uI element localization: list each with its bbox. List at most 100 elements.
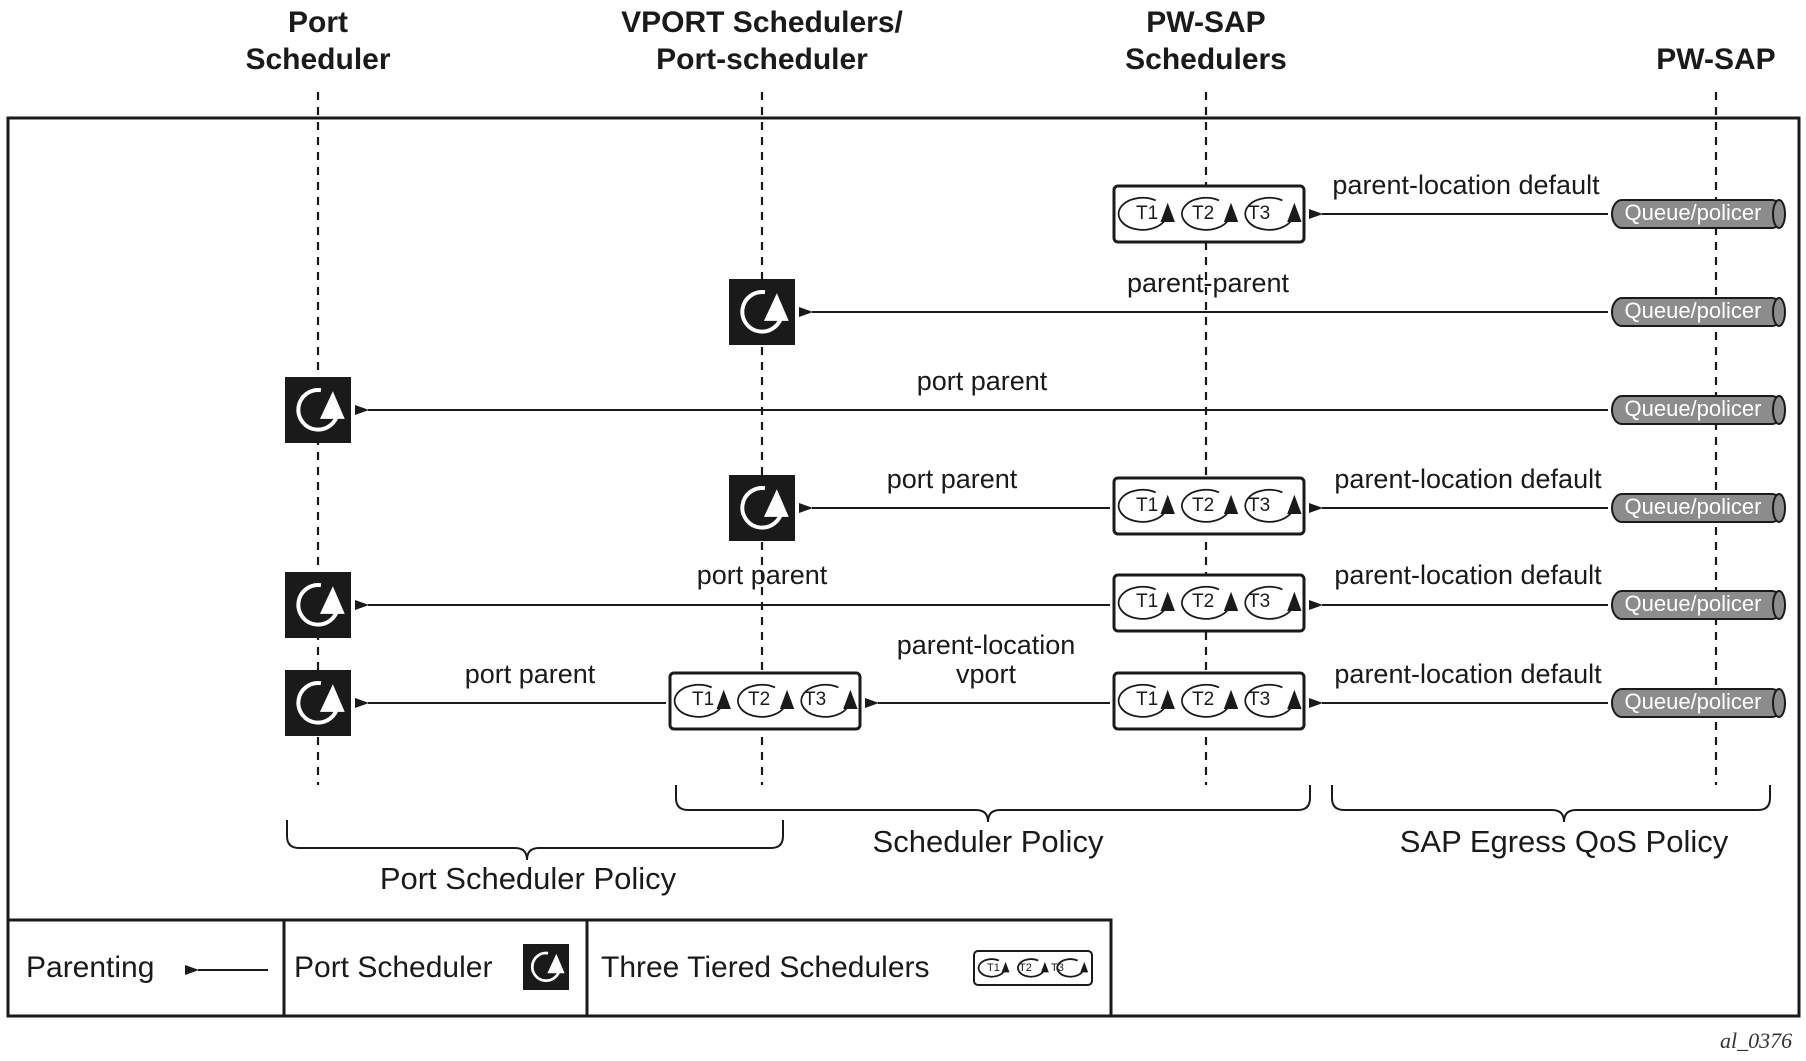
tier-arrow (1287, 202, 1302, 222)
sap-egress-qos-policy-brace (1331, 785, 1771, 823)
legend-port-scheduler-label: Port Scheduler (294, 951, 493, 984)
column-header-pw-sap-schedulers: PW-SAP Schedulers (1096, 4, 1316, 78)
queue-policer-label: Queue/policer (1624, 298, 1762, 323)
tier-arrow (1287, 689, 1302, 709)
column-header-line: Port-scheduler (656, 43, 868, 76)
tier-loop (1244, 488, 1295, 523)
column-header-port-scheduler: Port Scheduler (218, 4, 418, 78)
column-header-line: VPORT Schedulers/ (621, 6, 903, 39)
tier-loop (1181, 585, 1231, 620)
tier-arrow (1160, 202, 1175, 222)
tier-loop (673, 683, 724, 718)
queue-policer-end (1772, 395, 1786, 425)
tier-label-t1: T1 (1136, 203, 1159, 224)
scheduler-policy-label: Scheduler Policy (872, 824, 1104, 859)
port-scheduler-icon-arrow (547, 953, 565, 974)
tier-arrow (1287, 591, 1302, 611)
tier-arrow (1287, 494, 1302, 514)
port-scheduler-policy-brace (286, 820, 784, 861)
queue-policer-end (1772, 493, 1786, 523)
tier-arrow (1160, 494, 1175, 514)
port-scheduler-icon-loop (296, 583, 340, 627)
legend-frame (6, 918, 1113, 1018)
tier-loop (1244, 683, 1295, 718)
row3-label-mid: port parent (916, 366, 1048, 396)
tier-loop (977, 958, 1006, 978)
port-scheduler-icon (729, 279, 795, 345)
tier-label-t3: T3 (1248, 591, 1271, 612)
queue-policer-label: Queue/policer (1624, 591, 1762, 616)
tier-label-t3: T3 (1248, 689, 1271, 710)
tier-label-t2: T2 (1192, 495, 1215, 516)
tier-loop (1117, 683, 1168, 718)
legend-tier-label-t3: T3 (1051, 962, 1064, 974)
tier-label-t3: T3 (1248, 495, 1271, 516)
column-header-vport-schedulers: VPORT Schedulers/ Port-scheduler (582, 4, 942, 78)
port-scheduler-icon-loop (530, 951, 562, 983)
port-scheduler-icon (523, 944, 569, 990)
row6-label-far-left: port parent (464, 659, 596, 689)
tier-arrow (779, 689, 795, 709)
tier-arrow (1160, 591, 1175, 611)
port-scheduler-icon-loop (740, 290, 784, 334)
tier-loop (1117, 585, 1168, 620)
row5-label-left: port parent (696, 560, 828, 590)
tier-arrow (1223, 689, 1239, 709)
port-scheduler-icon (285, 377, 351, 443)
tier-arrow (843, 689, 858, 709)
tier-arrow (716, 689, 731, 709)
port-scheduler-icon-loop (296, 681, 340, 725)
column-header-line: Scheduler (245, 43, 391, 76)
tier-loop (1181, 196, 1231, 231)
tier-loop (1181, 488, 1231, 523)
tier-loop (1244, 585, 1295, 620)
port-scheduler-icon-arrow (319, 684, 345, 712)
port-scheduler-icon-loop (296, 388, 340, 432)
tier-arrow (1223, 202, 1239, 222)
legend-parenting-label: Parenting (26, 951, 155, 984)
tier-label-t2: T2 (1192, 591, 1215, 612)
queue-policer-label: Queue/policer (1624, 200, 1762, 225)
row6-label-mid-line2: vport (955, 659, 1017, 689)
tier-arrow (1040, 961, 1049, 973)
tier-label-t2: T2 (748, 689, 771, 710)
tier-arrow (1223, 591, 1239, 611)
queue-policer-end (1772, 199, 1786, 229)
tier-loop (1181, 683, 1231, 718)
port-scheduler-icon-loop (740, 486, 784, 530)
column-header-pw-sap: PW-SAP (1626, 41, 1806, 78)
port-scheduler-icon-arrow (319, 586, 345, 614)
column-header-line: Port (288, 6, 348, 39)
row4-label-left: port parent (886, 464, 1018, 494)
tier-arrow (1001, 961, 1010, 973)
port-scheduler-policy-label: Port Scheduler Policy (379, 861, 677, 896)
tier-loop (800, 683, 851, 718)
tier-loop (1056, 958, 1085, 978)
queue-policer-end (1772, 297, 1786, 327)
tier-label-t1: T1 (1136, 495, 1159, 516)
port-scheduler-icon (285, 670, 351, 736)
port-scheduler-icon (729, 475, 795, 541)
tier-label-t2: T2 (1192, 203, 1215, 224)
tier-loop (737, 683, 787, 718)
legend-tier-label-t2: T2 (1019, 962, 1032, 974)
tier-loop (1117, 488, 1168, 523)
column-header-line: PW-SAP (1146, 6, 1266, 39)
queue-policer-label: Queue/policer (1624, 689, 1762, 714)
port-scheduler-icon-arrow (319, 391, 345, 419)
tier-label-t1: T1 (692, 689, 715, 710)
row5-label-right: parent-location default (1334, 560, 1602, 590)
tier-label-t2: T2 (1192, 689, 1215, 710)
queue-policer-label: Queue/policer (1624, 396, 1762, 421)
column-header-line: Schedulers (1125, 43, 1287, 76)
queue-policer-end (1772, 590, 1786, 620)
port-scheduler-icon-arrow (763, 293, 789, 321)
port-scheduler-icon-arrow (763, 489, 789, 517)
tier-loop (1117, 196, 1168, 231)
scheduler-policy-brace (675, 785, 1311, 823)
legend-tier-label-t1: T1 (987, 962, 1000, 974)
figure-id: al_0376 (1720, 1028, 1793, 1053)
port-scheduler-icon (285, 572, 351, 638)
row6-label-mid-line1: parent-location (896, 630, 1076, 660)
